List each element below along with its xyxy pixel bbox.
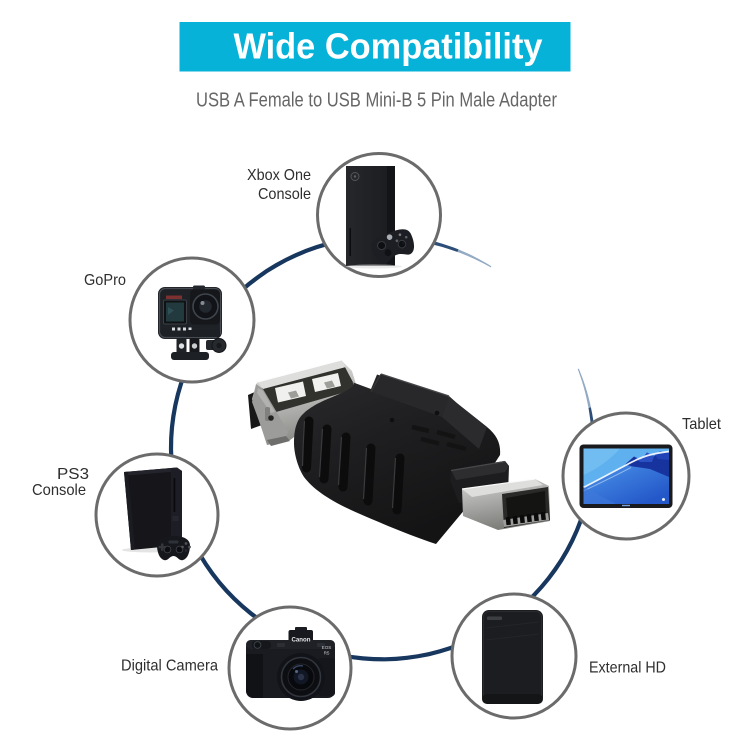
svg-text:Wide Compatibility: Wide Compatibility bbox=[234, 26, 543, 67]
svg-text:Tablet: Tablet bbox=[682, 416, 721, 433]
svg-text:USB A Female to USB Mini-B 5 P: USB A Female to USB Mini-B 5 Pin Male Ad… bbox=[196, 90, 557, 112]
svg-text:PS3: PS3 bbox=[57, 466, 89, 483]
svg-text:Console: Console bbox=[32, 482, 86, 499]
svg-text:R5: R5 bbox=[324, 651, 330, 656]
svg-text:Digital Camera: Digital Camera bbox=[121, 658, 218, 675]
svg-text:EOS: EOS bbox=[322, 645, 332, 650]
svg-text:Canon: Canon bbox=[292, 638, 311, 644]
svg-text:Console: Console bbox=[258, 186, 311, 203]
svg-text:Xbox One: Xbox One bbox=[247, 167, 311, 184]
svg-text:GoPro: GoPro bbox=[84, 272, 126, 289]
svg-text:External HD: External HD bbox=[589, 660, 666, 677]
